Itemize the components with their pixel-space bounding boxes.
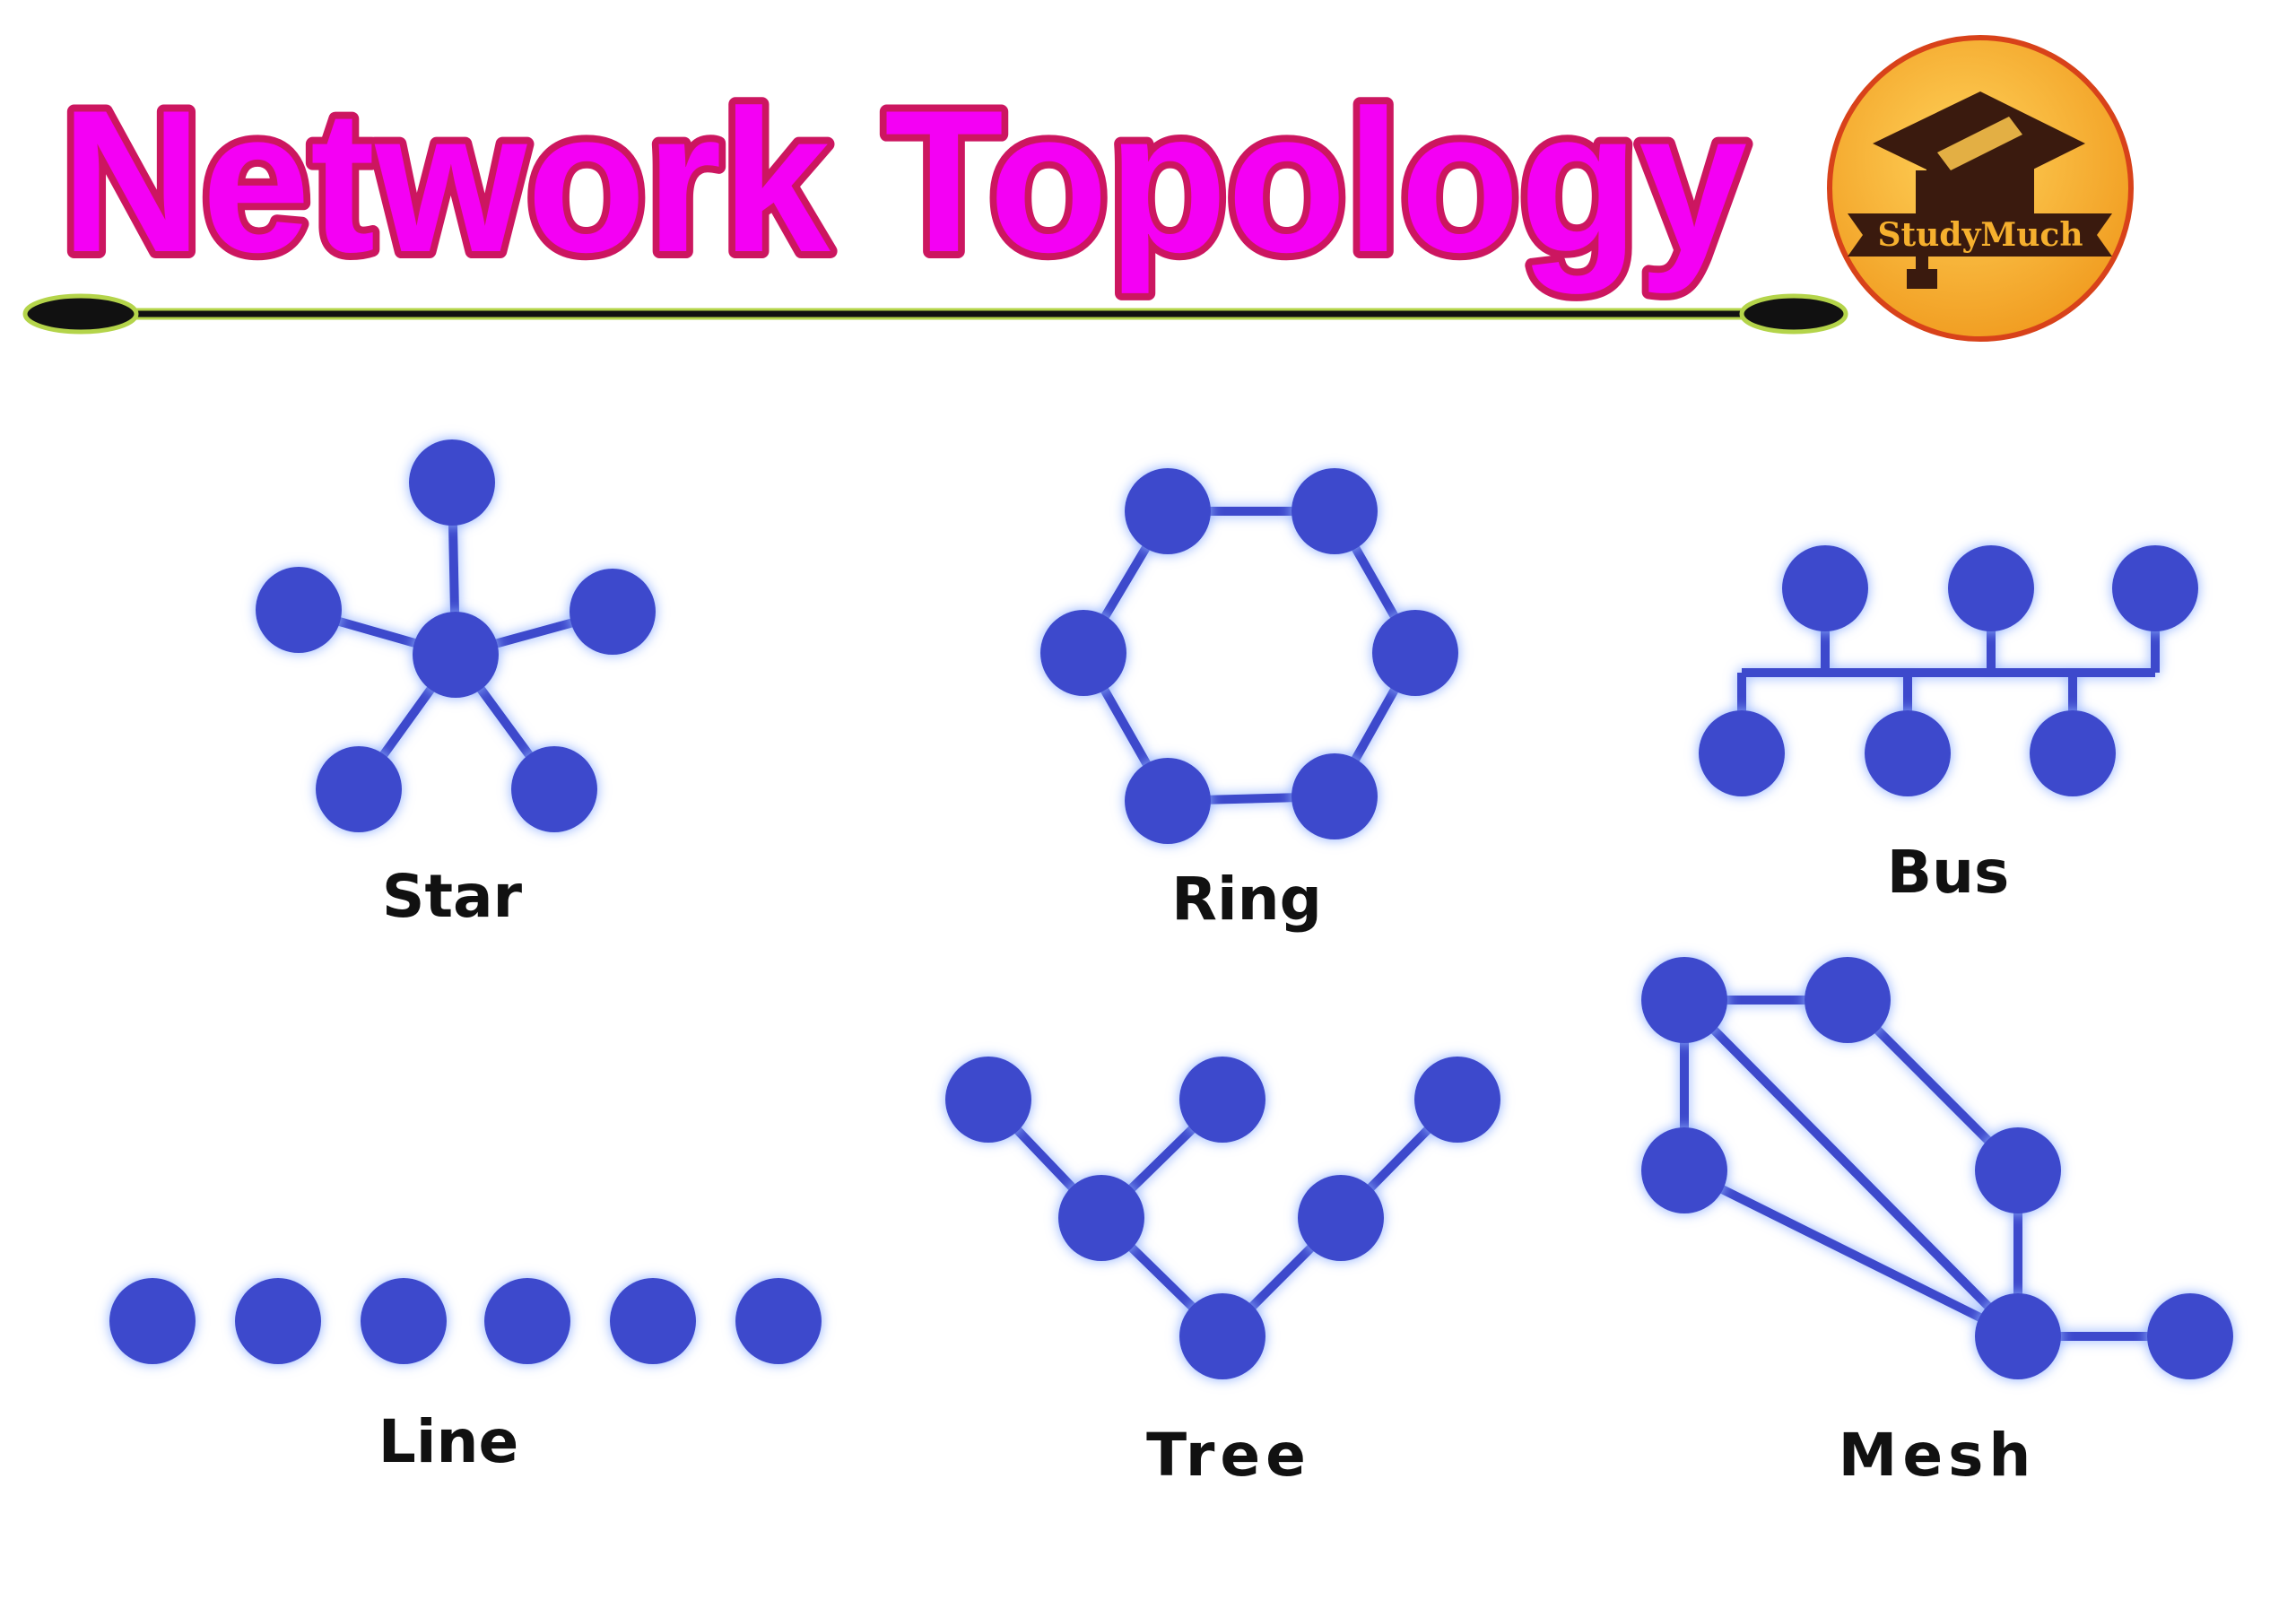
ring-node bbox=[1125, 468, 1211, 554]
ring-nodes bbox=[1040, 468, 1458, 844]
star-node bbox=[413, 612, 499, 698]
star-nodes bbox=[256, 439, 656, 832]
bus-label: Bus bbox=[1887, 838, 2010, 907]
tree-node bbox=[945, 1057, 1031, 1143]
star-node bbox=[570, 569, 656, 655]
tree-label: Tree bbox=[1146, 1421, 1311, 1490]
topology-line: Line bbox=[109, 1278, 822, 1476]
mesh-edge bbox=[1680, 996, 2022, 1341]
bus-node bbox=[1865, 710, 1951, 796]
logo-brand-text: StudyMuch bbox=[1877, 216, 2083, 254]
tree-node bbox=[1414, 1057, 1500, 1143]
line-node bbox=[109, 1278, 196, 1364]
mesh-node bbox=[1975, 1127, 2061, 1213]
title-divider bbox=[22, 293, 1848, 335]
bus-nodes bbox=[1699, 545, 2198, 796]
line-node bbox=[484, 1278, 570, 1364]
mesh-node bbox=[2147, 1293, 2233, 1379]
line-node bbox=[235, 1278, 321, 1364]
line-label: Line bbox=[378, 1407, 518, 1476]
ring-node bbox=[1292, 468, 1378, 554]
ring-node bbox=[1292, 753, 1378, 839]
star-node bbox=[511, 746, 597, 832]
tree-node bbox=[1179, 1293, 1265, 1379]
line-node bbox=[610, 1278, 696, 1364]
mesh-edges bbox=[1680, 996, 2195, 1341]
topology-ring: Ring bbox=[1040, 468, 1458, 934]
page-title: Network Topology bbox=[61, 67, 1747, 294]
tree-node bbox=[1179, 1057, 1265, 1143]
studymuch-logo: StudyMuch bbox=[1827, 35, 2134, 342]
logo-banner: StudyMuch bbox=[1848, 213, 2112, 257]
mesh-node bbox=[1805, 957, 1891, 1043]
line-nodes bbox=[109, 1278, 822, 1364]
mesh-nodes bbox=[1641, 957, 2233, 1379]
topology-bus: Bus bbox=[1699, 545, 2198, 907]
line-node bbox=[735, 1278, 822, 1364]
topology-mesh: Mesh bbox=[1641, 957, 2233, 1490]
star-label: Star bbox=[382, 862, 523, 931]
bus-node bbox=[1948, 545, 2034, 631]
star-node bbox=[256, 567, 342, 653]
tree-node bbox=[1058, 1175, 1144, 1261]
ring-node bbox=[1040, 610, 1126, 696]
bus-node bbox=[1782, 545, 1868, 631]
mesh-node bbox=[1641, 957, 1727, 1043]
topology-tree: Tree bbox=[945, 1057, 1500, 1490]
mesh-node bbox=[1641, 1127, 1727, 1213]
ring-node bbox=[1125, 758, 1211, 844]
graduation-cap-icon bbox=[1873, 91, 2085, 289]
bus-node bbox=[2112, 545, 2198, 631]
line-node bbox=[361, 1278, 447, 1364]
star-node bbox=[409, 439, 495, 526]
mesh-node bbox=[1975, 1293, 2061, 1379]
tree-nodes bbox=[945, 1057, 1500, 1379]
ring-node bbox=[1372, 610, 1458, 696]
tree-node bbox=[1298, 1175, 1384, 1261]
bus-node bbox=[1699, 710, 1785, 796]
ring-edges bbox=[1079, 507, 1420, 805]
topology-star: Star bbox=[256, 439, 656, 931]
bus-node bbox=[2030, 710, 2116, 796]
star-node bbox=[316, 746, 402, 832]
mesh-edge bbox=[1680, 1166, 2022, 1341]
mesh-label: Mesh bbox=[1839, 1421, 2037, 1490]
ring-label: Ring bbox=[1171, 865, 1322, 934]
